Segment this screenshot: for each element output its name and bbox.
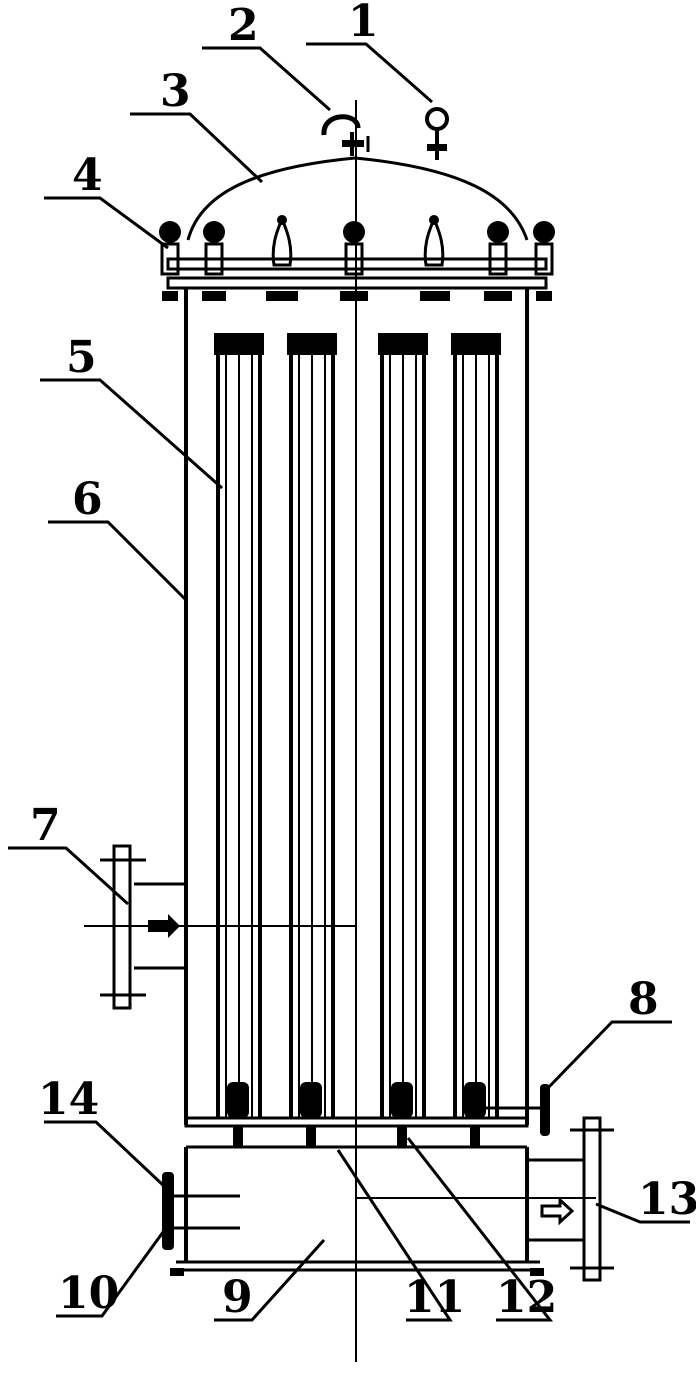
filter-element-2 bbox=[287, 333, 337, 1147]
swing-bolt-clamp-7 bbox=[533, 221, 555, 301]
filter-element-4 bbox=[451, 333, 501, 1147]
drain-valve-8 bbox=[480, 1084, 550, 1136]
callout-6: 6 bbox=[72, 474, 103, 525]
swing-bolt-clamp-6 bbox=[484, 221, 512, 301]
vent-valve bbox=[425, 107, 449, 160]
side-port-10 bbox=[162, 1208, 240, 1250]
inlet-nozzle bbox=[84, 844, 356, 1010]
top-flange-lower bbox=[166, 276, 548, 290]
callout-11: 11 bbox=[404, 1272, 465, 1323]
callout-3: 3 bbox=[160, 66, 191, 117]
outlet-nozzle bbox=[356, 1116, 614, 1282]
callout-2: 2 bbox=[228, 0, 259, 51]
support-foot-left bbox=[170, 1268, 184, 1276]
callout-1: 1 bbox=[348, 0, 379, 47]
lifting-hook bbox=[321, 114, 370, 156]
callout-8: 8 bbox=[628, 974, 659, 1025]
callout-5: 5 bbox=[66, 332, 97, 383]
filter-element-1 bbox=[214, 333, 264, 1147]
filter-element-3 bbox=[378, 333, 428, 1147]
swing-bolt-clamp-5 bbox=[420, 215, 450, 301]
callout-14: 14 bbox=[38, 1074, 99, 1125]
callout-12: 12 bbox=[496, 1272, 557, 1323]
callout-9: 9 bbox=[222, 1272, 253, 1323]
swing-bolt-clamp-4 bbox=[340, 221, 368, 301]
swing-bolt-clamp-1 bbox=[159, 221, 181, 301]
support-foot-right bbox=[530, 1268, 544, 1276]
side-port-14 bbox=[162, 1172, 240, 1220]
swing-bolt-clamp-2 bbox=[202, 221, 226, 301]
callout-10: 10 bbox=[58, 1268, 119, 1319]
top-flange-upper bbox=[166, 257, 548, 271]
leader-lines bbox=[8, 42, 690, 1322]
callout-13: 13 bbox=[638, 1174, 696, 1225]
swing-bolt-clamp-3 bbox=[266, 215, 298, 301]
callout-7: 7 bbox=[30, 800, 61, 851]
tube-sheet bbox=[184, 1116, 529, 1128]
callout-4: 4 bbox=[72, 150, 103, 201]
